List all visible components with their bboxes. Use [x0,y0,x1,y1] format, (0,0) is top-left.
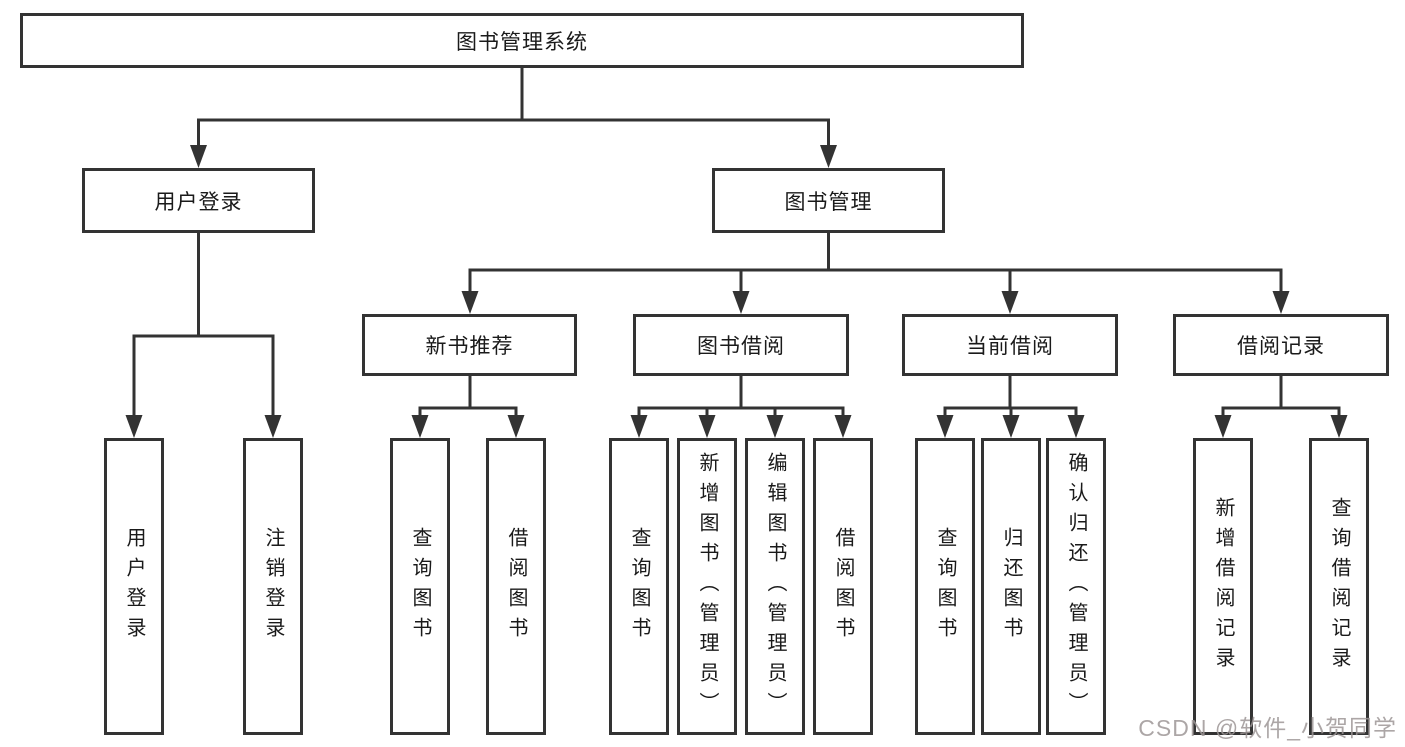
leaf-add-borrow-record: 新增借阅记录 [1193,438,1253,735]
leaf-borrow-query-books: 查询图书 [609,438,669,735]
node-current-borrowing: 当前借阅 [902,314,1118,376]
connector-bookmgmt-to-level3 [461,233,1290,314]
leaf-return-books: 归还图书 [981,438,1041,735]
leaf-newrec-borrow-books: 借阅图书 [486,438,546,735]
node-user-login: 用户登录 [82,168,315,233]
leaf-edit-books-admin: 编辑图书（管理员） [745,438,805,735]
connector-userlogin-to-leaves [125,233,282,438]
connector-records-to-leaves [1214,376,1348,438]
node-new-book-recommend: 新书推荐 [362,314,577,376]
leaf-add-books-admin: 新增图书（管理员） [677,438,737,735]
node-book-management-system: 图书管理系统 [20,13,1024,68]
leaf-user-login: 用户登录 [104,438,164,735]
leaf-newrec-query-books: 查询图书 [390,438,450,735]
leaf-confirm-return-admin: 确认归还（管理员） [1046,438,1106,735]
connector-current-to-leaves [936,376,1085,438]
node-book-management: 图书管理 [712,168,945,233]
leaf-borrow-borrow-books: 借阅图书 [813,438,873,735]
connector-newrec-to-leaves [411,376,525,438]
connector-root-to-level2 [190,68,837,168]
node-borrowing-records: 借阅记录 [1173,314,1389,376]
node-book-borrowing: 图书借阅 [633,314,849,376]
leaf-logout: 注销登录 [243,438,303,735]
leaf-current-query-books: 查询图书 [915,438,975,735]
leaf-query-borrow-record: 查询借阅记录 [1309,438,1369,735]
connector-borrowing-to-leaves [630,376,852,438]
